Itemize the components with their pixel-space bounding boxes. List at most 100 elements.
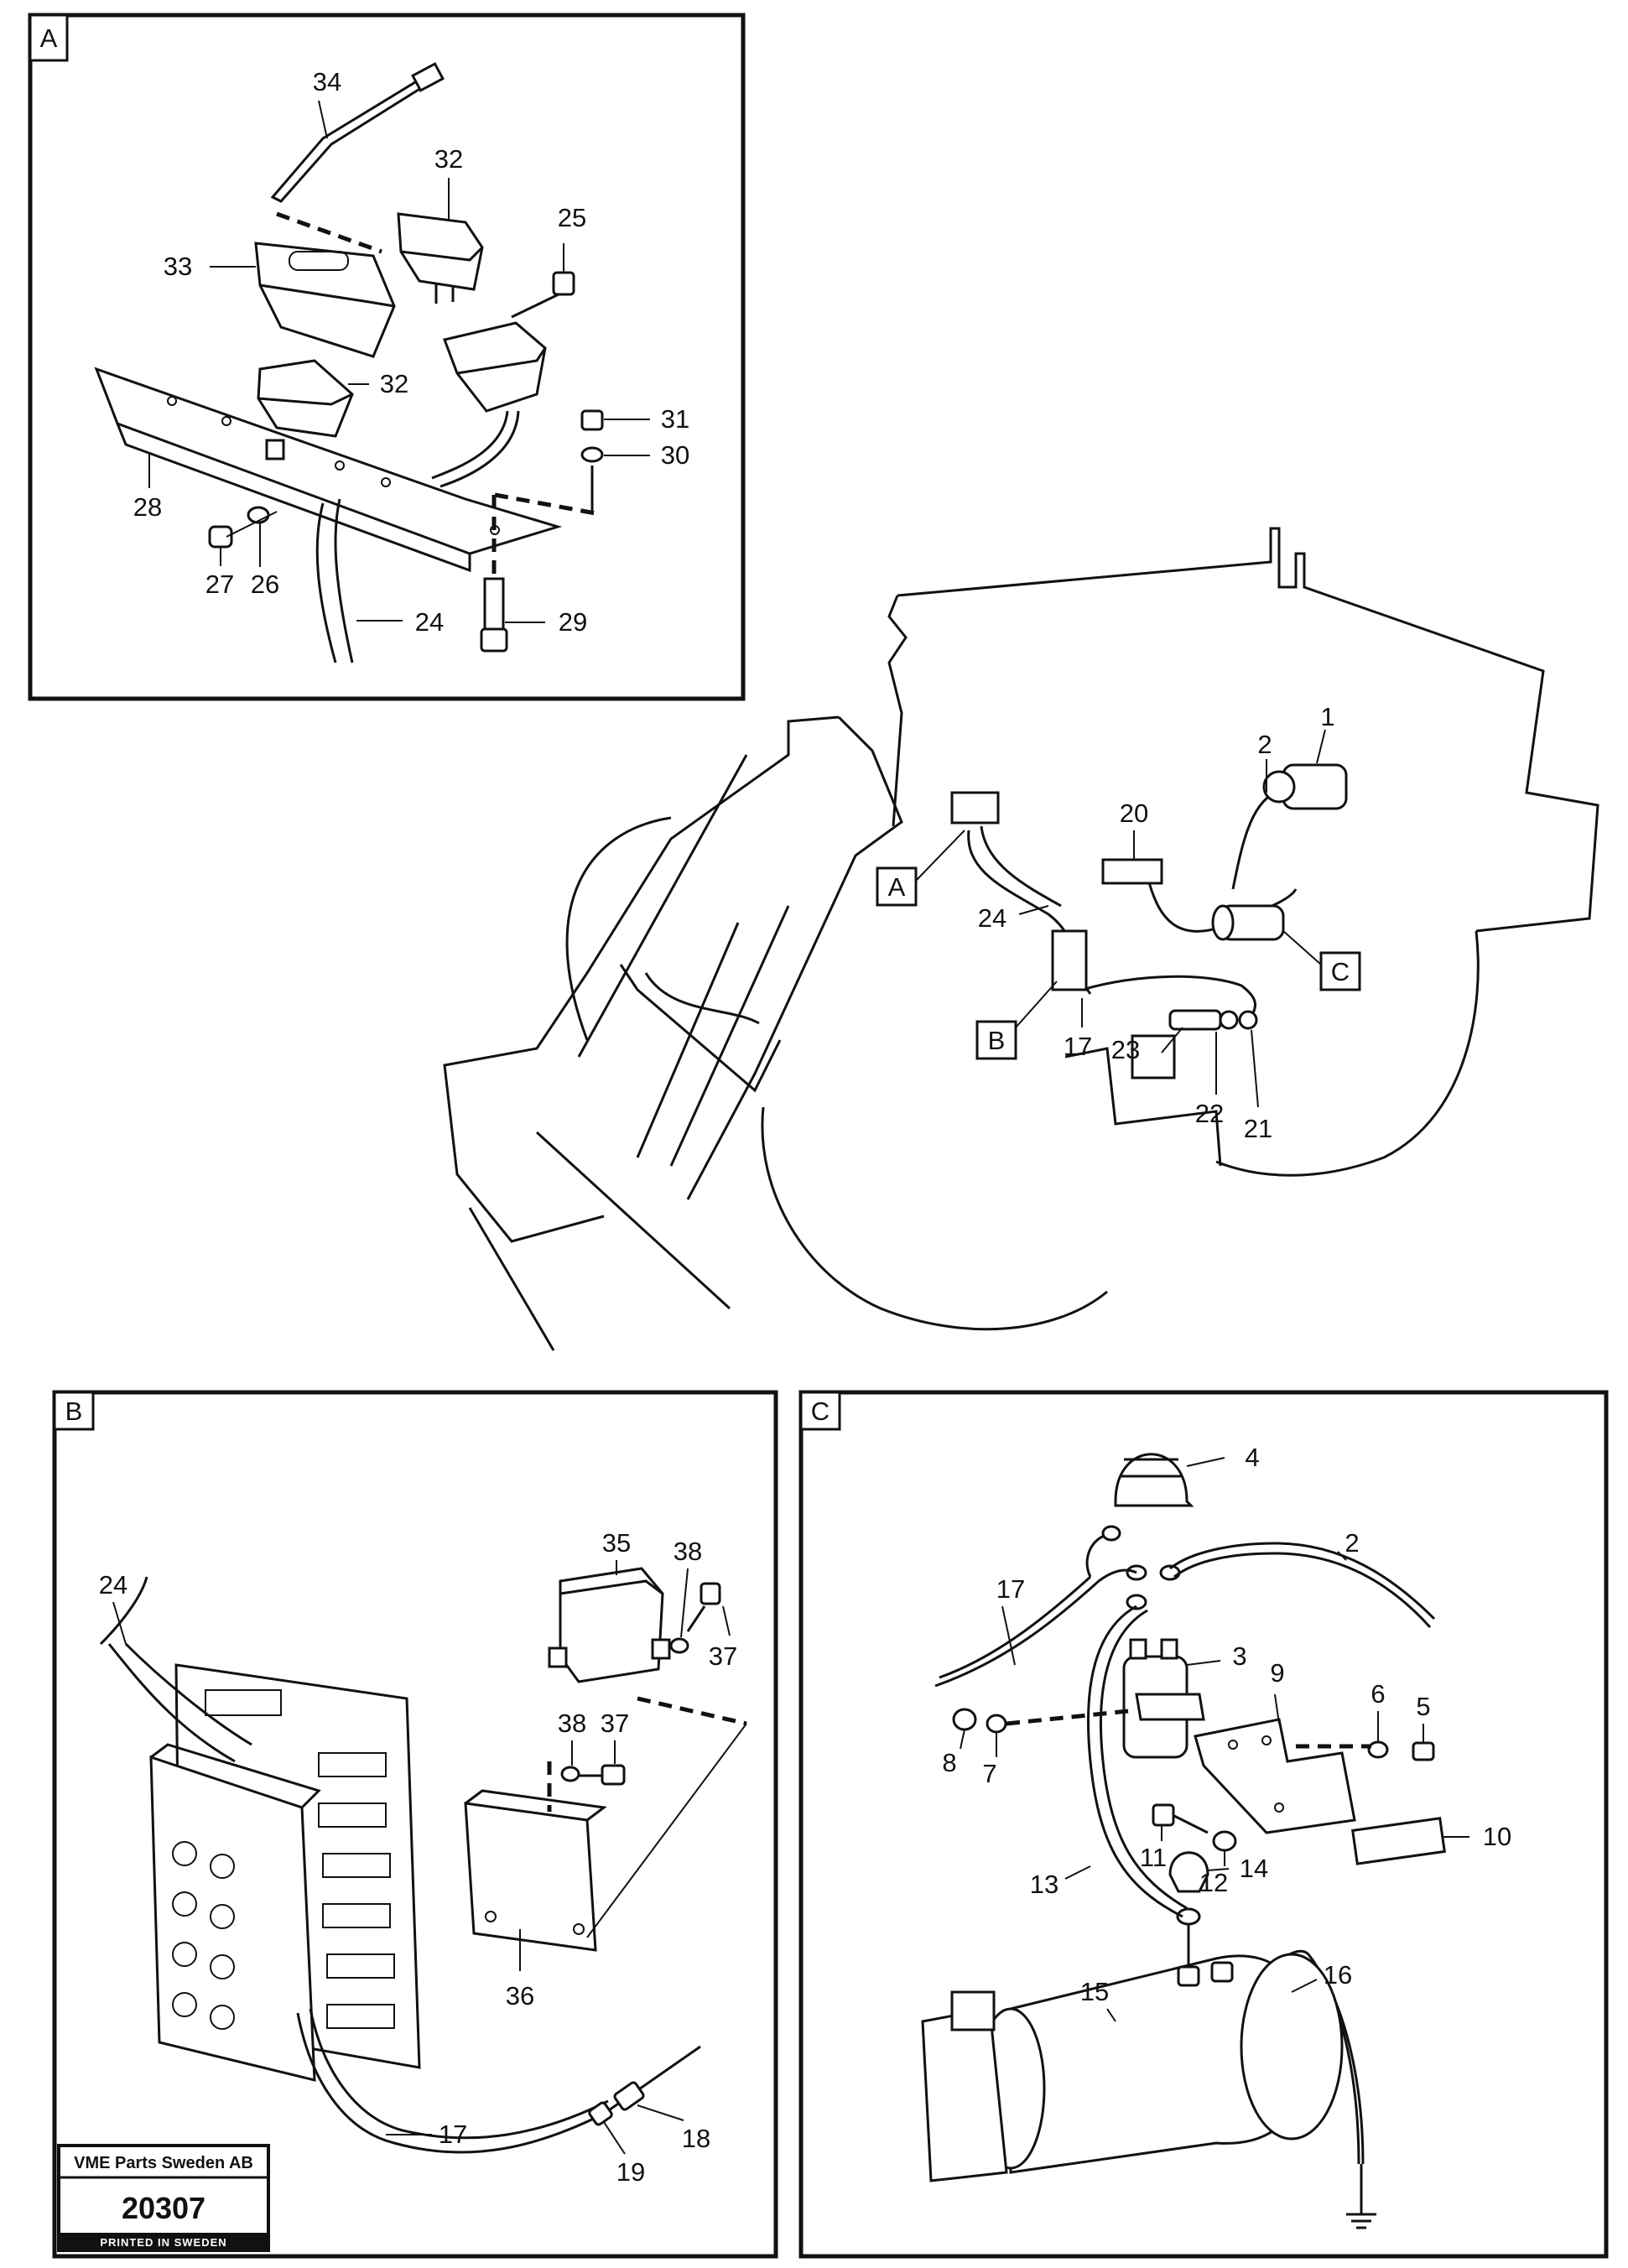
label-38-lower: 38 [558,1709,586,1738]
leader-callout-a [915,830,965,882]
panel-a: A [28,13,746,701]
front-wheel-edge [565,816,672,1041]
callout-box-c [1319,951,1361,991]
label-23: 23 [1111,1035,1140,1064]
boom-arm [468,1131,731,1351]
fuse-socket [210,1854,235,1879]
label-17-c: 17 [996,1574,1025,1604]
panel-b-tag: B [65,1397,83,1426]
stamp-printed: PRINTED IN SWEDEN [100,2236,226,2249]
label-29: 29 [559,607,587,637]
fuse-holder-23 [1168,1009,1222,1031]
boom-hose [644,972,760,1025]
socket-wire [431,410,509,480]
label-35: 35 [602,1528,631,1558]
screw-shank [511,292,561,319]
relay-35-top [559,1579,663,1595]
wire-2 [1169,1542,1436,1620]
screw-11-shank [1173,1814,1209,1834]
plate-hole [167,396,177,406]
fuse-socket [172,1891,197,1917]
panel-a-tag: A [40,23,58,53]
bracket-hole [1261,1735,1272,1745]
board-slot [322,1903,391,1928]
solenoid-post [1160,1638,1178,1660]
board-slot [318,1802,387,1828]
wire-2 [1173,1552,1432,1629]
label-16: 16 [1324,1960,1352,1990]
relay-edge [400,246,484,262]
leader-callout-c [1282,930,1322,965]
machine-connector-a [950,791,1000,824]
leader-24-b [112,1601,127,1645]
wire-17-loop [1085,1533,1108,1578]
nut-8 [952,1708,977,1731]
fuse-holder-front [149,1755,316,2082]
leader-14 [1207,1868,1230,1871]
fuse-socket [172,1942,197,1967]
fuse-socket [210,1954,235,1979]
label-33: 33 [164,252,192,281]
plate-stud [265,439,285,460]
boot-washer [1176,1907,1201,1926]
leader-4 [1186,1457,1225,1467]
label-8: 8 [942,1748,956,1777]
starter-housing [1240,1953,1344,2141]
starter-end [1262,770,1296,804]
screw-25 [552,271,575,296]
label-3: 3 [1232,1641,1246,1671]
fuse-socket [172,1841,197,1866]
alignment-dash [494,492,596,516]
callout-b: B [988,1026,1006,1055]
fastener-axis [226,511,278,538]
stamp-footer-bar [59,2233,268,2250]
alignment-dash [637,1696,747,1726]
nut-31 [580,409,604,431]
leader-callout-b [1015,981,1058,1028]
alignment-dash [276,211,382,254]
screw-37-upper [700,1582,721,1605]
solenoid-strap [1135,1693,1205,1721]
washer-38-upper [669,1637,689,1654]
housing-edge [259,284,395,308]
plate-10 [1351,1817,1446,1865]
label-12: 12 [1199,1868,1228,1897]
screw-11 [1152,1803,1175,1827]
label-6: 6 [1371,1679,1385,1709]
label-7: 7 [982,1759,996,1788]
cap-ribs [1120,1458,1183,1478]
boom-cylinder [619,964,782,1093]
wire-13 [1087,1605,1183,1918]
nut-21 [1238,1010,1258,1030]
panel-b-tag-box [53,1391,95,1431]
label-32: 32 [434,144,463,174]
cable-tie [270,78,431,203]
label-27: 27 [205,570,234,599]
starter-terminal [1210,1961,1234,1983]
label-32-lower: 32 [380,369,408,398]
machine-wire-2 [1231,791,1276,890]
machine-overview: A B C 1 2 20 24 17 23 22 21 [443,527,1599,1351]
fuse-socket [172,1992,197,2017]
callout-a: A [888,872,906,902]
bracket-9 [1194,1718,1356,1834]
label-36: 36 [506,1981,534,2011]
board-slot [326,2004,395,2029]
starter-terminal [1177,1965,1200,1987]
wire-17 [934,1568,1137,1688]
boom-rod [577,754,748,1058]
leader-1 [1316,729,1326,764]
panel-b-frame [52,1390,778,2259]
harness-17 [309,2008,609,2140]
panel-a-frame [28,13,746,701]
leader-9 [1274,1693,1280,1724]
label-20: 20 [1120,798,1148,828]
fuse-socket [210,1904,235,1929]
machine-unit-b [1051,929,1088,991]
alignment-line [586,1723,747,1938]
solenoid-post [1129,1638,1147,1660]
panel-c: C [798,1390,1609,2259]
label-1: 1 [1320,702,1334,731]
solenoid-end [1211,904,1235,941]
plate-edge [116,423,471,573]
